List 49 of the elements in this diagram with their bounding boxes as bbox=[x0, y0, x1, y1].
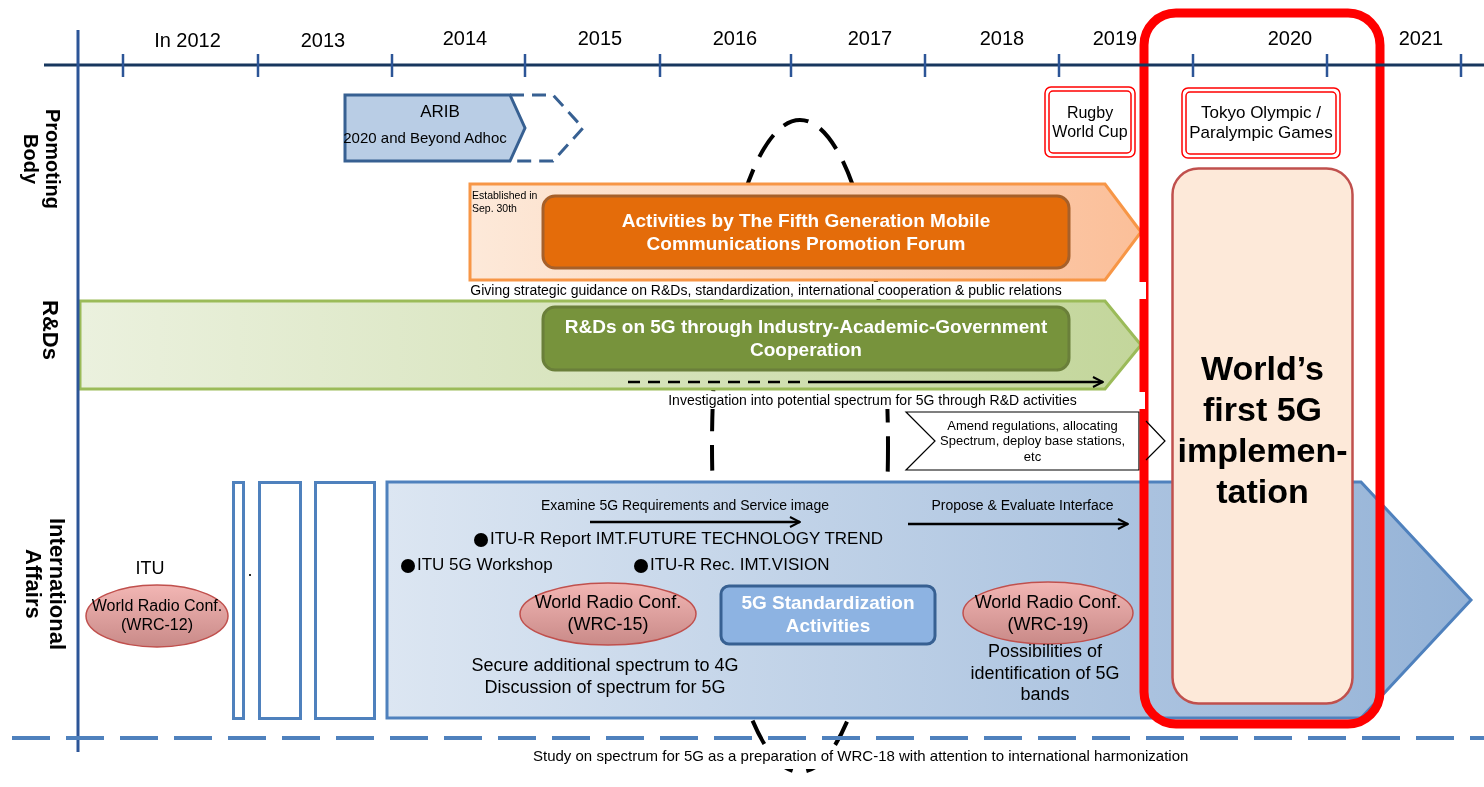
note-text: Examine 5G Requirements and Service image bbox=[540, 497, 830, 515]
note-text: Propose & Evaluate Interface bbox=[930, 497, 1115, 515]
list-item: ITU 5G Workshop bbox=[417, 555, 554, 576]
node-label: R&Ds on 5G through Industry-Academic-Government Cooperation bbox=[563, 316, 1049, 362]
year-label: 2015 bbox=[576, 26, 624, 51]
year-label: 2020 bbox=[1266, 26, 1314, 51]
year-label: 2018 bbox=[978, 26, 1026, 51]
node-label: World Radio Conf. (WRC-19) bbox=[973, 592, 1123, 636]
node-label: 5G Standardization Activities bbox=[740, 592, 916, 638]
timeline-band bbox=[468, 182, 1143, 282]
year-label: 2021 bbox=[1397, 26, 1445, 51]
heading-text: ITU bbox=[135, 558, 165, 580]
node-label: World Radio Conf. (WRC-12) bbox=[90, 595, 224, 635]
caption-text: Possibilities of identification of 5G bands bbox=[969, 641, 1121, 706]
node-label: Rugby World Cup bbox=[1051, 102, 1129, 142]
node-label: World Radio Conf. (WRC-15) bbox=[533, 592, 683, 636]
row-heading: Promoting Body bbox=[19, 107, 65, 211]
chevron-box bbox=[905, 411, 1140, 471]
timeline-bar bbox=[314, 481, 376, 720]
list-item: ITU-R Rec. IMT.VISION bbox=[650, 555, 831, 576]
activity-box bbox=[541, 194, 1071, 270]
milestone-box bbox=[1171, 167, 1354, 705]
conference-ellipse bbox=[961, 584, 1135, 646]
timeline-band bbox=[78, 299, 1143, 391]
heading-text: ARIB bbox=[420, 101, 460, 123]
list-item: ITU-R Report IMT.FUTURE TECHNOLOGY TREND bbox=[490, 529, 884, 550]
year-label: 2017 bbox=[846, 26, 894, 51]
activity-box bbox=[541, 305, 1071, 372]
year-label: 2019 bbox=[1091, 26, 1139, 51]
node-label: Activities by The Fifth Generation Mobile Communications Promotion Forum bbox=[620, 210, 992, 256]
timeline-bar bbox=[258, 481, 302, 720]
year-label: 2013 bbox=[299, 28, 347, 53]
node-label: Tokyo Olympic / Paralympic Games bbox=[1188, 102, 1334, 144]
year-label: 2016 bbox=[711, 26, 759, 51]
year-label: In 2012 bbox=[153, 28, 222, 53]
row-heading: R&Ds bbox=[37, 299, 65, 362]
activity-box bbox=[719, 584, 937, 646]
caption-text: Secure additional spectrum to 4G Discussion of spectrum for 5G bbox=[470, 655, 740, 699]
highlight-frame bbox=[1139, 8, 1385, 729]
timeline-bar bbox=[232, 481, 245, 720]
node-label: World’s first 5G implemen-tation bbox=[1176, 348, 1349, 512]
note-text: . bbox=[246, 560, 254, 580]
event-box bbox=[1181, 87, 1341, 159]
node-label: Amend regulations, allocating Spectrum, deploy base stations, etc bbox=[939, 417, 1126, 465]
node-label: Established in Sep. 30th bbox=[472, 189, 539, 215]
event-box bbox=[1044, 86, 1136, 158]
row-heading: International Affairs bbox=[20, 517, 72, 652]
conference-ellipse bbox=[517, 581, 699, 647]
year-label: 2014 bbox=[441, 26, 489, 51]
